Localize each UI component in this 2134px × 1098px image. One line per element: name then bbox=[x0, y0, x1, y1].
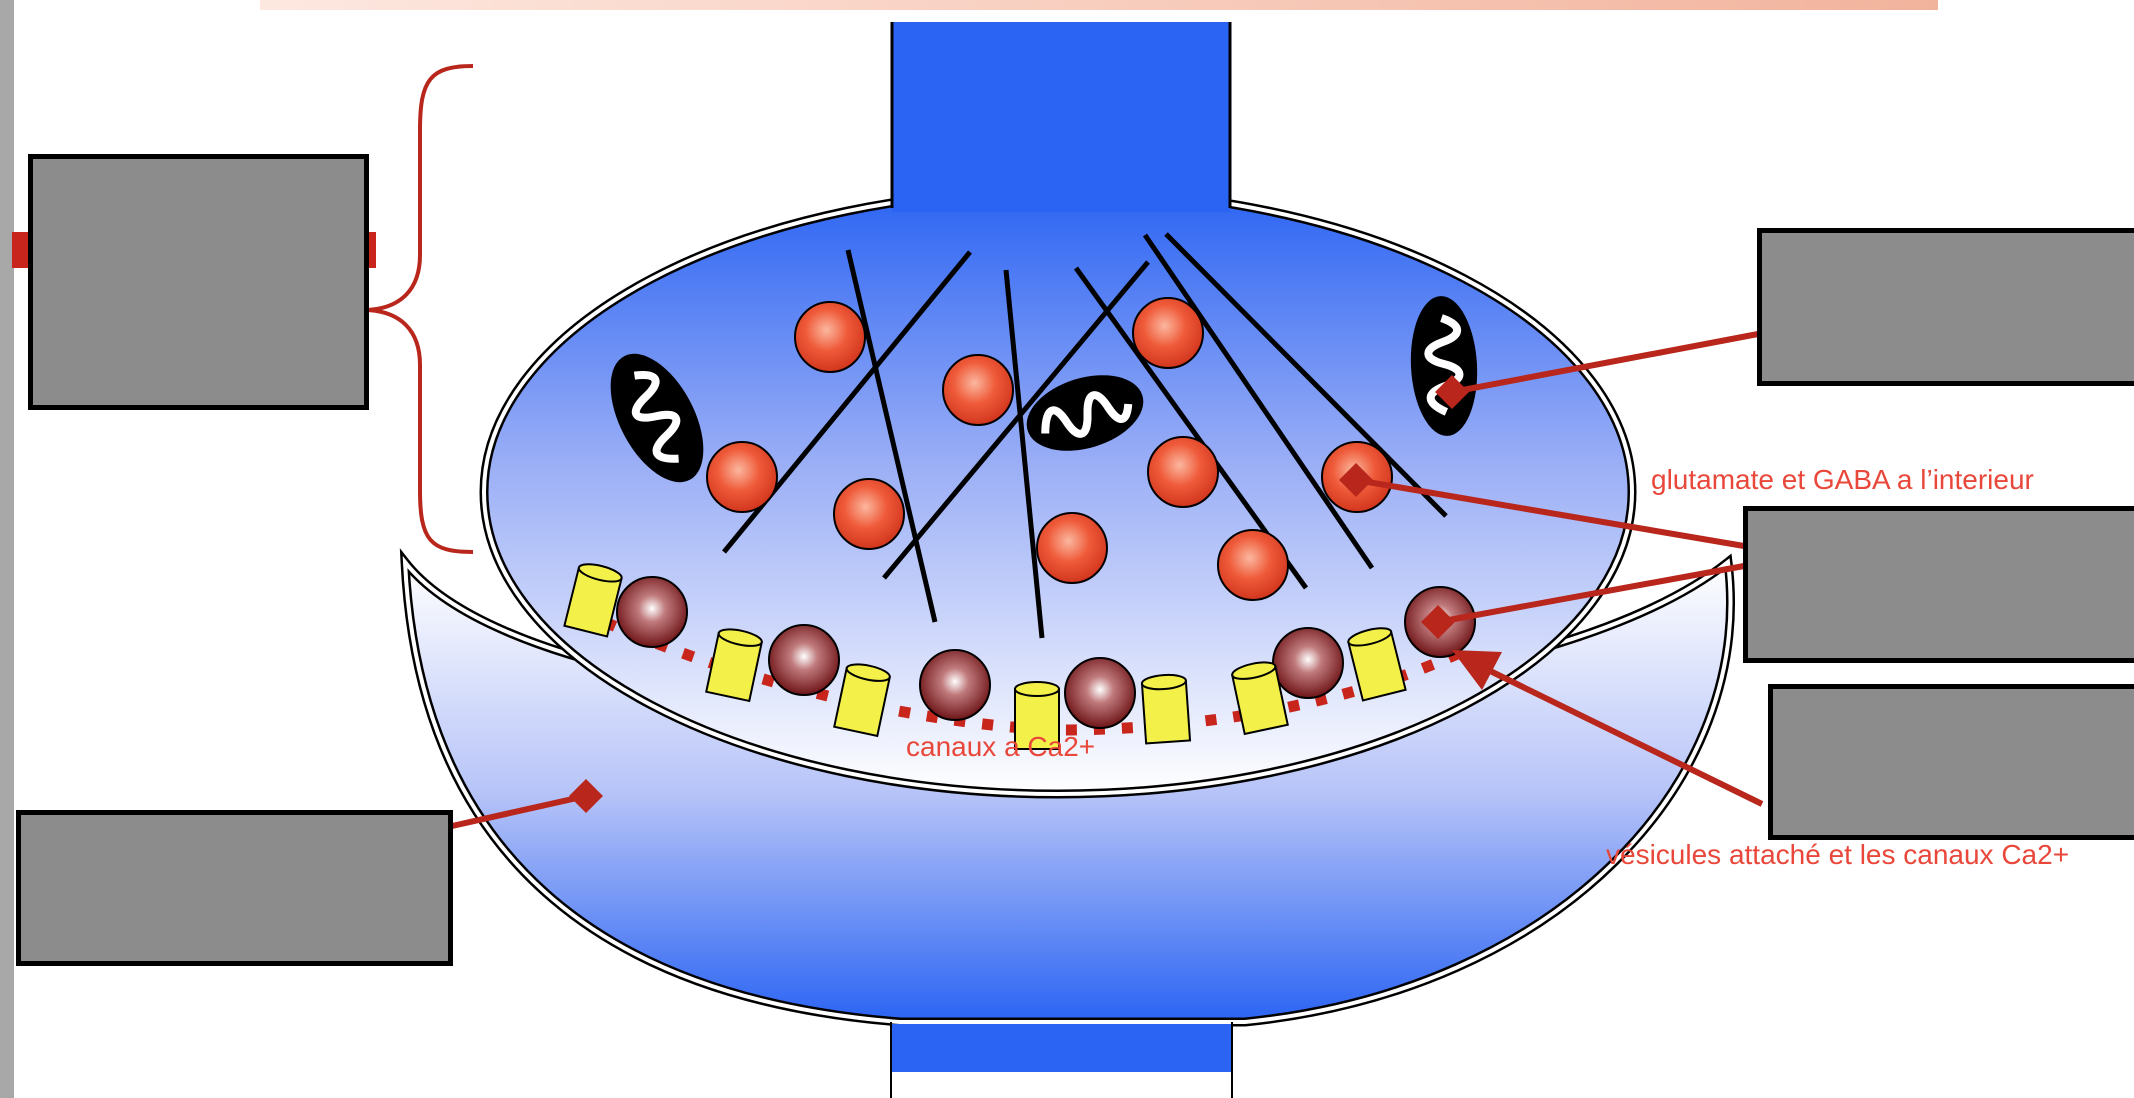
docked-vesicles bbox=[616, 576, 1476, 729]
label-box-mitochondria[interactable] bbox=[1757, 228, 2134, 386]
axon bbox=[892, 22, 1230, 212]
active-zone-membrane bbox=[602, 616, 1469, 736]
annotation-glutamate-gaba: glutamate et GABA a l’interieur bbox=[1651, 464, 2034, 495]
annotation-attached-vesicles: vésicules attaché et les canaux Ca2+ bbox=[1606, 839, 2070, 870]
postsynaptic-dendrite bbox=[891, 1024, 1231, 1072]
presynaptic-brace bbox=[367, 64, 474, 554]
label-box-postsynaptic[interactable] bbox=[16, 810, 453, 966]
label-box-vesicles[interactable] bbox=[1743, 506, 2134, 663]
slide-header-bar bbox=[260, 0, 1938, 10]
pointer-lines bbox=[451, 331, 1764, 829]
annotation-calcium-channels: canaux a Ca2+ bbox=[906, 731, 1096, 762]
calcium-channels bbox=[563, 563, 1407, 750]
slide-edge bbox=[0, 0, 14, 1098]
label-box-presynaptic[interactable] bbox=[28, 154, 369, 410]
label-box-active-zone[interactable] bbox=[1768, 684, 2134, 840]
mitochondria bbox=[610, 296, 1478, 483]
synaptic-vesicles bbox=[706, 297, 1393, 601]
